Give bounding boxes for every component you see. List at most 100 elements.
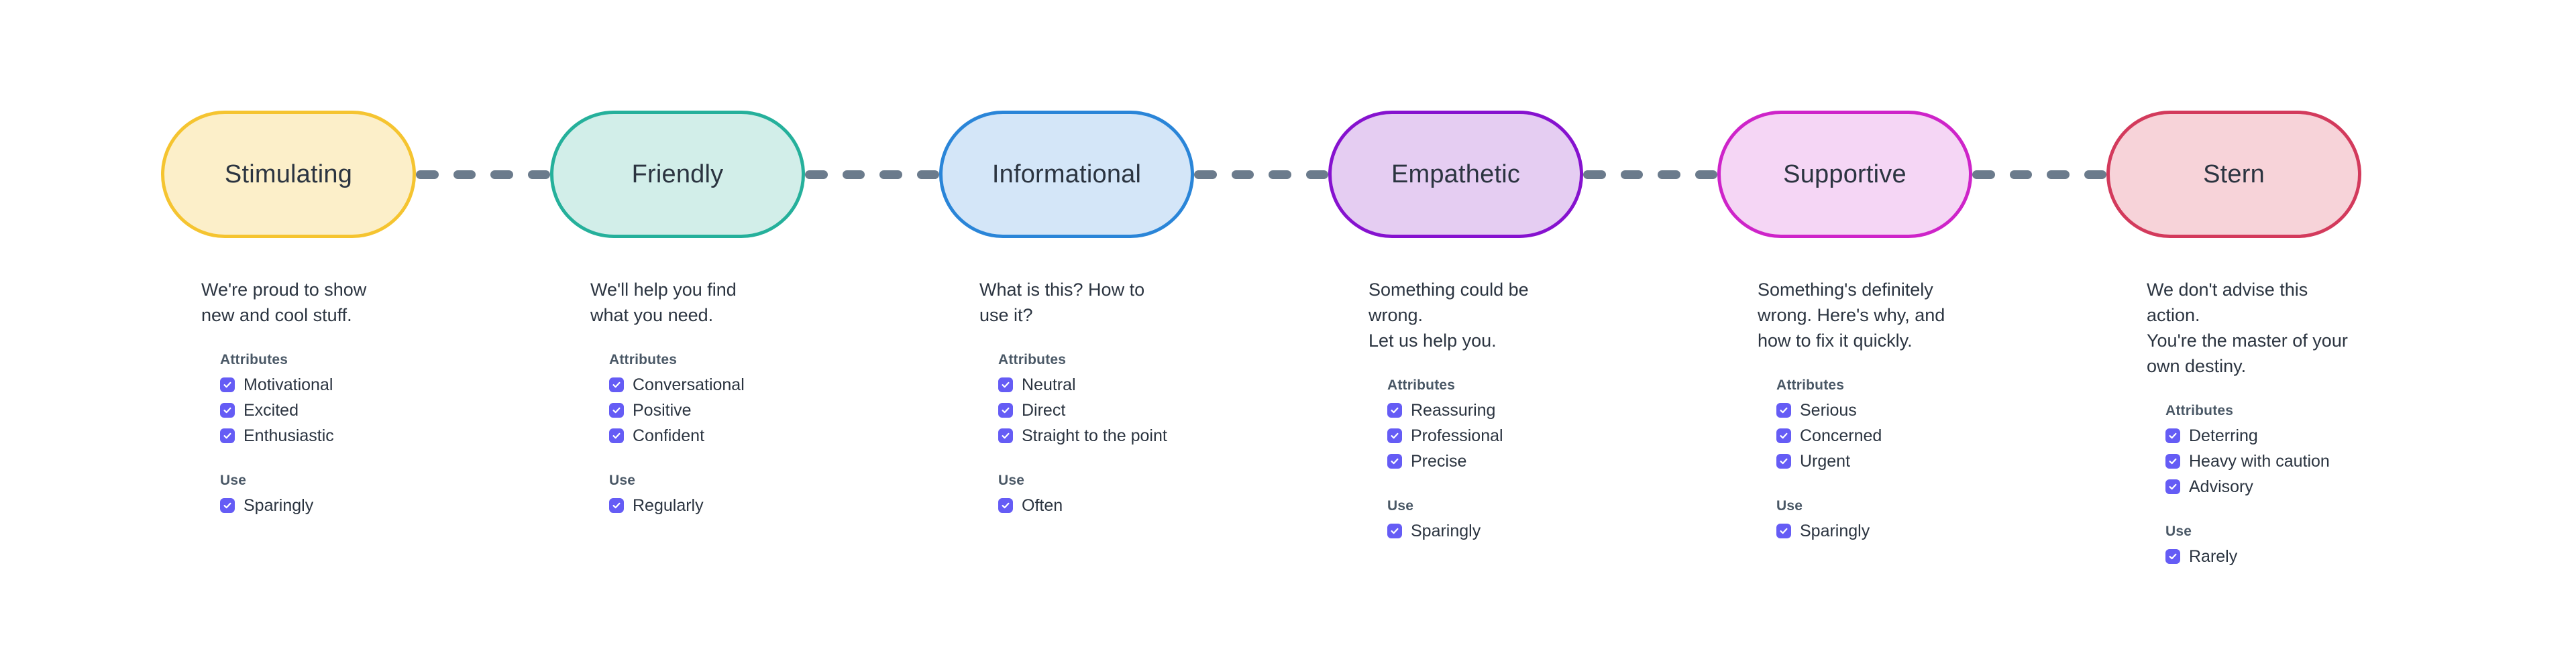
checkbox-checked[interactable] [2165,479,2180,494]
checkbox-checked[interactable] [1776,403,1791,418]
checkbox-row[interactable]: Excited [220,398,416,423]
tone-description: We'll help you find what you need. [590,280,737,325]
checkbox-checked[interactable] [1776,454,1791,469]
checkbox-row[interactable]: Positive [609,398,805,423]
connector-dash [842,170,865,179]
connector-dash [1695,170,1717,179]
checkbox-row[interactable]: Sparingly [1387,518,1583,544]
checkbox-row[interactable]: Precise [1387,449,1583,474]
checkbox-row[interactable]: Conversational [609,372,805,398]
check-icon [223,381,231,388]
checkbox-checked[interactable] [998,403,1013,418]
checkbox-checked[interactable] [1387,403,1402,418]
checkbox-checked[interactable] [1387,454,1402,469]
checkbox-row[interactable]: Regularly [609,493,805,518]
tone-pill-stimulating[interactable]: Stimulating [161,111,416,238]
checkbox-row[interactable]: Serious [1776,398,1972,423]
checkbox-row[interactable]: Professional [1387,423,1583,449]
checkbox-checked[interactable] [220,377,235,392]
checkbox-checked[interactable] [1387,524,1402,538]
checkbox-label: Direct [1022,400,1066,420]
checkbox-row[interactable]: Sparingly [220,493,416,518]
checkbox-row[interactable]: Urgent [1776,449,1972,474]
checkbox-label: Serious [1800,400,1857,420]
checkbox-row[interactable]: Concerned [1776,423,1972,449]
checkbox-checked[interactable] [220,428,235,443]
checkbox-label: Conversational [633,375,745,394]
checkbox-label: Regularly [633,495,704,515]
checkbox-row[interactable]: Neutral [998,372,1194,398]
checkbox-label: Confident [633,426,705,445]
checkbox-checked[interactable] [998,498,1013,513]
connector-dash [1269,170,1291,179]
tone-pill-supportive[interactable]: Supportive [1717,111,1972,238]
checkbox-checked[interactable] [1387,428,1402,443]
checkbox-label: Precise [1411,451,1467,471]
checkbox-checked[interactable] [609,377,624,392]
checkbox-checked[interactable] [998,377,1013,392]
tone-pill-informational[interactable]: Informational [939,111,1194,238]
tone-pill-stern[interactable]: Stern [2106,111,2361,238]
checkbox-row[interactable]: Rarely [2165,544,2361,569]
checkbox-row[interactable]: Straight to the point [998,423,1194,449]
check-icon [1391,528,1399,534]
connector-dash [1231,170,1254,179]
checkbox-row[interactable]: Reassuring [1387,398,1583,423]
checkbox-row[interactable]: Sparingly [1776,518,1972,544]
checkbox-checked[interactable] [1776,524,1791,538]
tone-group-title-attributes: Attributes [2165,403,2234,418]
check-icon [2169,432,2177,439]
checkbox-row[interactable]: Often [998,493,1194,518]
check-icon [1391,458,1399,465]
checkbox-label: Sparingly [1800,521,1870,540]
checkbox-label: Heavy with caution [2189,451,2330,471]
checkbox-row[interactable]: Heavy with caution [2165,449,2361,474]
tone-pill-friendly[interactable]: Friendly [550,111,805,238]
checkbox-row[interactable]: Enthusiastic [220,423,416,449]
tone-group-title-attributes: Attributes [1776,377,1845,393]
check-icon [2169,553,2177,560]
checkbox-row[interactable]: Confident [609,423,805,449]
tone-group-title-use: Use [220,473,247,488]
checkbox-checked[interactable] [609,428,624,443]
checkbox-checked[interactable] [220,403,235,418]
checkbox-label: Often [1022,495,1063,515]
checkbox-label: Motivational [244,375,333,394]
checkbox-label: Enthusiastic [244,426,334,445]
checkbox-row[interactable]: Motivational [220,372,416,398]
checkbox-row[interactable]: Direct [998,398,1194,423]
tone-group-title-attributes: Attributes [1387,377,1456,393]
checkbox-checked[interactable] [2165,549,2180,564]
checkbox-checked[interactable] [609,403,624,418]
check-icon [1002,432,1010,439]
checkbox-checked[interactable] [2165,454,2180,469]
checkbox-checked[interactable] [2165,428,2180,443]
dashed-line-icon [416,111,550,238]
tone-pill-empathetic[interactable]: Empathetic [1328,111,1583,238]
tone-description: We're proud to show new and cool stuff. [201,280,367,325]
tone-description: Something could be wrong. Let us help yo… [1368,280,1529,351]
checkbox-row[interactable]: Advisory [2165,474,2361,499]
checkbox-checked[interactable] [1776,428,1791,443]
checkbox-row[interactable]: Deterring [2165,423,2361,449]
checkbox-checked[interactable] [609,498,624,513]
check-icon [612,432,621,439]
check-icon [1002,502,1010,509]
checkbox-checked[interactable] [998,428,1013,443]
dashed-line-icon [1972,111,2106,238]
checkbox-checked[interactable] [220,498,235,513]
